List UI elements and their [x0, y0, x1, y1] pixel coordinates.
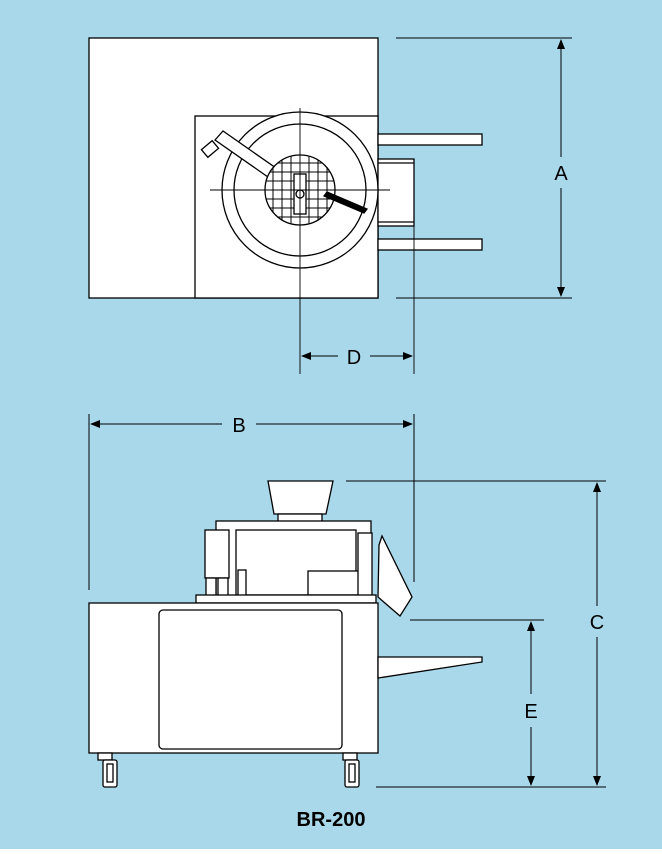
dimension-label-a: A — [554, 163, 568, 185]
top-view — [88, 37, 483, 374]
top-view-scraper — [322, 191, 369, 214]
dimension-label-c: C — [590, 612, 604, 634]
side-view-tray — [377, 656, 483, 679]
side-view-hopper — [267, 480, 334, 515]
side-view-discharge-chute — [377, 534, 413, 617]
dimension-label-b: B — [232, 415, 245, 437]
top-view-chute — [377, 158, 415, 227]
top-view-upper-rail — [377, 133, 483, 146]
dimension-label-d: D — [347, 347, 361, 369]
side-view — [88, 480, 483, 788]
side-view-cabinet-panel — [158, 609, 343, 750]
model-title: BR-200 — [297, 809, 366, 831]
dimension-label-e: E — [524, 701, 537, 723]
top-view-lower-rail — [377, 238, 483, 251]
side-view-motor — [204, 529, 230, 579]
